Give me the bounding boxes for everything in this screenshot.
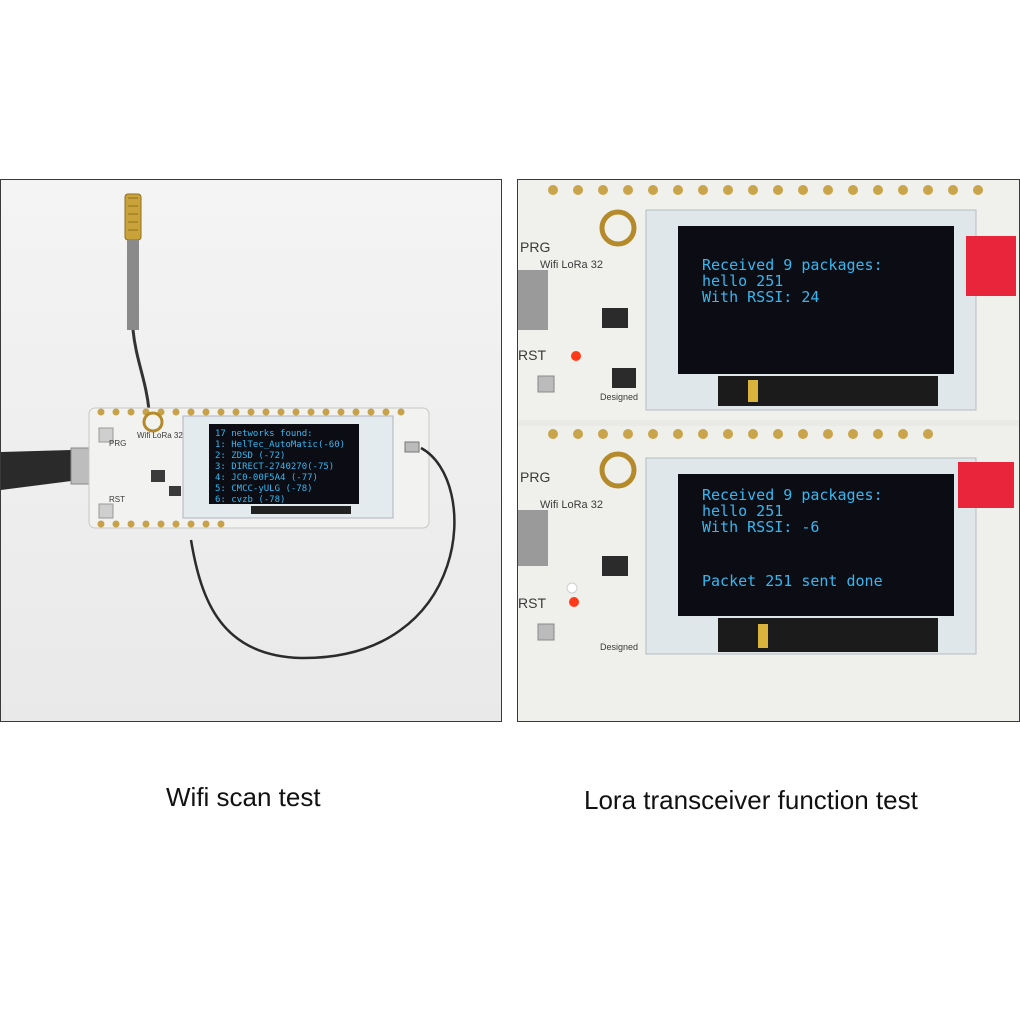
wifi-board-illustration: PRG Wifi LoRa 32 RST 17 networks found: … (1, 180, 501, 721)
oled-line: 2: ZDSD (-72) (215, 451, 285, 461)
oled-line: 5: CMCC-yULG (-78) (215, 484, 313, 494)
ipex-connector (404, 441, 420, 453)
silk-board-name: Wifi LoRa 32 (540, 259, 603, 271)
silk-designed: Designed (600, 642, 638, 652)
lora-boards-illustration: PRG Wifi LoRa 32 RST Designed Received 9… (518, 180, 1019, 721)
antenna-cable (131, 329, 151, 411)
oled-line: 4: JC0-00F5A4 (-77) (215, 473, 318, 483)
silk-board-name: Wifi LoRa 32 (540, 499, 603, 511)
silk-prg: PRG (520, 239, 550, 255)
bottom-board: PRG Wifi LoRa 32 RST Designed Received 9… (518, 426, 1019, 721)
lora-test-photo: PRG Wifi LoRa 32 RST Designed Received 9… (517, 179, 1020, 722)
oled-line: 1: HelTec_AutoMatic(-60) (215, 440, 345, 450)
usb-cable (1, 450, 79, 490)
rst-button (98, 503, 114, 519)
red-led (569, 597, 579, 607)
silk-prg: PRG (109, 439, 126, 448)
white-led (566, 582, 578, 594)
oled-line: Received 9 packages: (702, 486, 883, 504)
red-led (571, 351, 581, 361)
caption-wifi-scan: Wifi scan test (166, 782, 321, 812)
oled-line: 6: cvzb (-78) (215, 495, 285, 505)
top-board: PRG Wifi LoRa 32 RST Designed Received 9… (518, 180, 1019, 420)
red-connector (958, 462, 1014, 508)
silk-designed: Designed (600, 392, 638, 402)
oled-line: 3: DIRECT-2740270(-75) (215, 462, 334, 472)
oled-text-group: 17 networks found: 1: HelTec_AutoMatic(-… (215, 429, 345, 505)
wire-loop (189, 446, 456, 660)
prg-button (98, 427, 114, 443)
spring-antenna (142, 411, 164, 433)
oled-line: With RSSI: -6 (702, 518, 819, 536)
spring-antenna (599, 209, 637, 247)
oled-line: Received 9 packages: (702, 256, 883, 274)
antenna-sleeve (127, 240, 139, 330)
oled-screen (209, 424, 359, 504)
silk-rst: RST (518, 347, 546, 363)
oled-line: hello 251 (702, 272, 783, 290)
oled-line: Packet 251 sent done (702, 572, 883, 590)
silk-board-name: Wifi LoRa 32 (137, 431, 183, 440)
antenna-tip (124, 193, 142, 241)
silk-rst: RST (109, 495, 125, 504)
caption-lora-test: Lora transceiver function test (584, 785, 918, 815)
spring-antenna (599, 451, 637, 489)
oled-line: With RSSI: 24 (702, 288, 819, 306)
oled-line: 17 networks found: (215, 429, 313, 439)
silk-rst: RST (518, 595, 546, 611)
red-connector (966, 236, 1016, 296)
oled-screen (678, 226, 954, 374)
oled-screen (678, 474, 954, 616)
oled-line: hello 251 (702, 502, 783, 520)
wifi-scan-photo: PRG Wifi LoRa 32 RST 17 networks found: … (0, 179, 502, 722)
silk-prg: PRG (520, 469, 550, 485)
